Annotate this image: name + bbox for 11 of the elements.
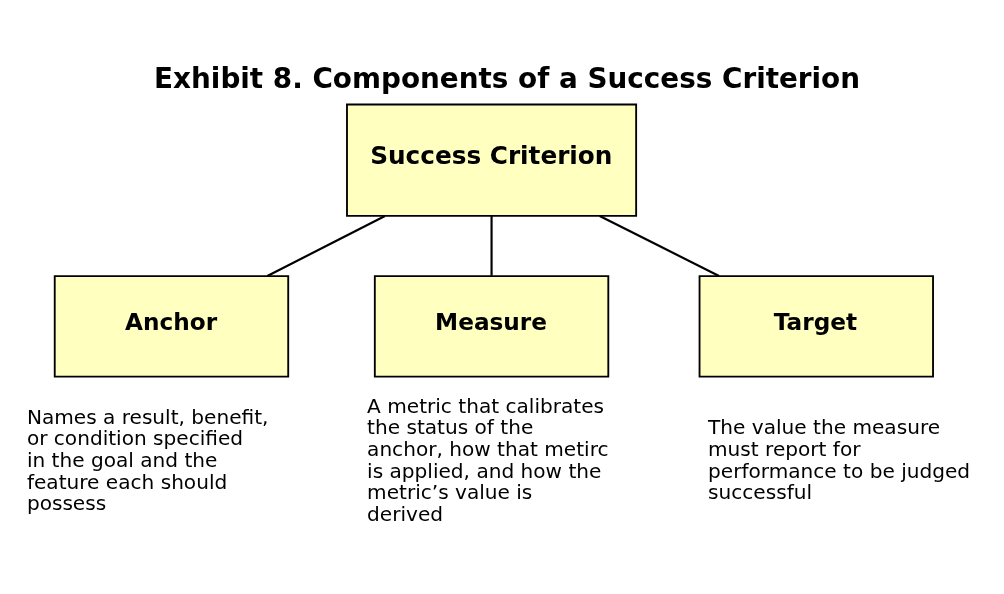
node-label: The value the measure must report for performance to be judged successful: [708, 415, 971, 505]
node-box: Measure: [373, 275, 610, 378]
connector: [490, 216, 493, 276]
connector: [599, 215, 720, 277]
node-box: Anchor: [53, 275, 290, 378]
node-box: Success Criterion: [346, 103, 638, 217]
node-label: Names a result, benefit, or condition specified in the goal and the feature each should possess: [26, 404, 269, 516]
diagram-title: Exhibit 8. Components of a Success Criterion: [154, 62, 861, 96]
node-label: A metric that calibrates the status of the anchor, how that metirc is applied, and how the metric’s value is derived: [367, 393, 609, 527]
connector: [266, 215, 386, 277]
node-box: Target: [698, 275, 934, 378]
